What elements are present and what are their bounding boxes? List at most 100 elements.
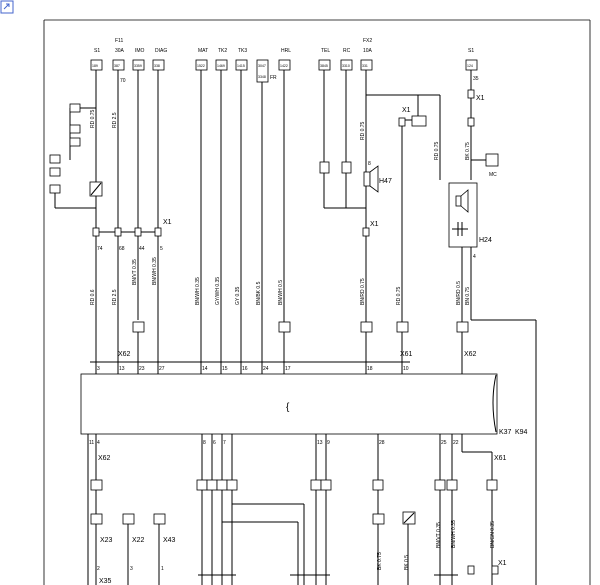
terminal-code: 3348 [258,75,266,79]
connector-x23: X23 [100,537,113,544]
svg-text:4: 4 [97,440,100,446]
svg-text:RD 0.75: RD 0.75 [90,109,96,128]
k37-label: K37 [499,429,512,436]
fuse-label-30a: 30A [115,48,125,54]
terminal-code: 338 [154,64,160,68]
svg-text:7: 7 [223,440,226,446]
top-terminals [90,59,478,83]
fuse-label-hrl: HRL [281,48,291,54]
h24-module [448,182,478,248]
connector-x62: X62 [118,351,131,358]
terminal-code: 1469 [217,64,225,68]
terminal-code: 124 [467,64,473,68]
svg-text:RD 0.6: RD 0.6 [90,289,96,305]
svg-text:24: 24 [263,366,269,372]
terminal-code: 3310 [342,64,350,68]
svg-text:16: 16 [242,366,248,372]
k94-label: K94 [515,429,528,436]
svg-text:BN/RD 0.5: BN/RD 0.5 [456,281,462,305]
controller-pins-top [95,362,463,374]
speaker-icon [452,189,469,236]
fuse-label-f11: F11 [115,38,123,44]
connector-x61: X61 [494,455,507,462]
lower-wires [95,490,493,585]
component-box [485,153,499,167]
controller-pins-bottom [87,434,493,585]
left-relay-module [49,103,103,197]
corner-arrow-icon [3,3,10,10]
terminal-code: 1522 [197,64,205,68]
fuse-label-tel: TEL [321,48,330,54]
fuse-label-10a: 10A [363,48,373,54]
fuse-label-mat: MAT [198,48,208,54]
svg-text:BN/GN 0.35: BN/GN 0.35 [490,521,496,548]
svg-text:GY/WH 0.35: GY/WH 0.35 [215,277,221,305]
svg-text:BN/WH 0.5: BN/WH 0.5 [278,280,284,305]
mc-label: MC [489,172,497,178]
svg-text:35: 35 [473,76,479,82]
connector-x1: X1 [370,221,379,228]
svg-text:GY 0.35: GY 0.35 [235,287,241,305]
svg-text:28: 28 [379,440,385,446]
connector-x1: X1 [402,107,411,114]
svg-text:BK 0.5: BK 0.5 [404,555,410,570]
svg-text:3: 3 [130,566,133,572]
svg-text:2: 2 [97,566,100,572]
connector-x35: X35 [99,578,112,585]
svg-text:18: 18 [367,366,373,372]
terminal-code: 3359 [134,64,142,68]
controller-curve [492,374,497,433]
svg-text:BN 0.75: BN 0.75 [465,287,471,305]
svg-text:22: 22 [453,440,459,446]
component-box [319,161,330,174]
svg-text:9: 9 [327,440,330,446]
relay-box [411,115,427,127]
connector-x1: X1 [476,95,485,102]
connector-x1: X1 [498,560,507,567]
lower-components [90,511,499,575]
h47-lamp-icon [363,165,379,193]
svg-text:BN/VT 0.35: BN/VT 0.35 [132,259,138,285]
terminal-code: 387 [114,64,120,68]
svg-text:27: 27 [159,366,165,372]
fr-label: FR [270,75,277,81]
controller-k37-k94 [80,373,498,435]
controller-brace: { [286,402,290,413]
corner-square-icon[interactable] [0,0,14,14]
svg-text:BN/VT 0.35: BN/VT 0.35 [436,522,442,548]
svg-text:BN/WH 0.35: BN/WH 0.35 [152,257,158,285]
svg-text:RD 0.75: RD 0.75 [360,121,366,140]
svg-text:BN/RD 0.75: BN/RD 0.75 [360,278,366,305]
svg-text:25: 25 [441,440,447,446]
svg-text:8: 8 [203,440,206,446]
svg-text:13: 13 [119,366,125,372]
svg-text:RD 2.5: RD 2.5 [112,112,118,128]
svg-text:4: 4 [473,254,476,260]
fuse-label-s1-right: S1 [468,48,474,54]
svg-text:13: 13 [317,440,323,446]
svg-text:BN/WH 0.35: BN/WH 0.35 [195,277,201,305]
terminal-code: 3047 [258,64,266,68]
svg-text:BK 0.75: BK 0.75 [465,142,471,160]
terminal-code: 1422 [280,64,288,68]
connector-x62: X62 [98,455,111,462]
svg-text:17: 17 [285,366,291,372]
terminal-code: 189 [92,64,98,68]
component-box [341,161,352,174]
svg-text:RD 0.75: RD 0.75 [396,286,402,305]
svg-text:8: 8 [368,161,371,167]
lower-inline-connectors [90,479,498,491]
fuse-label-diag: DIAG [155,48,167,54]
svg-text:44: 44 [139,246,145,252]
svg-text:10: 10 [403,366,409,372]
terminal-code: 331 [362,64,368,68]
svg-text:74: 74 [97,246,103,252]
svg-text:1: 1 [161,566,164,572]
svg-text:15: 15 [222,366,228,372]
svg-text:RD 2.5: RD 2.5 [112,289,118,305]
h47-label: H47 [379,178,392,185]
svg-text:BN/WH 0.35: BN/WH 0.35 [451,520,457,548]
terminal-code: 3845 [320,64,328,68]
upper-junction-row [92,89,475,362]
